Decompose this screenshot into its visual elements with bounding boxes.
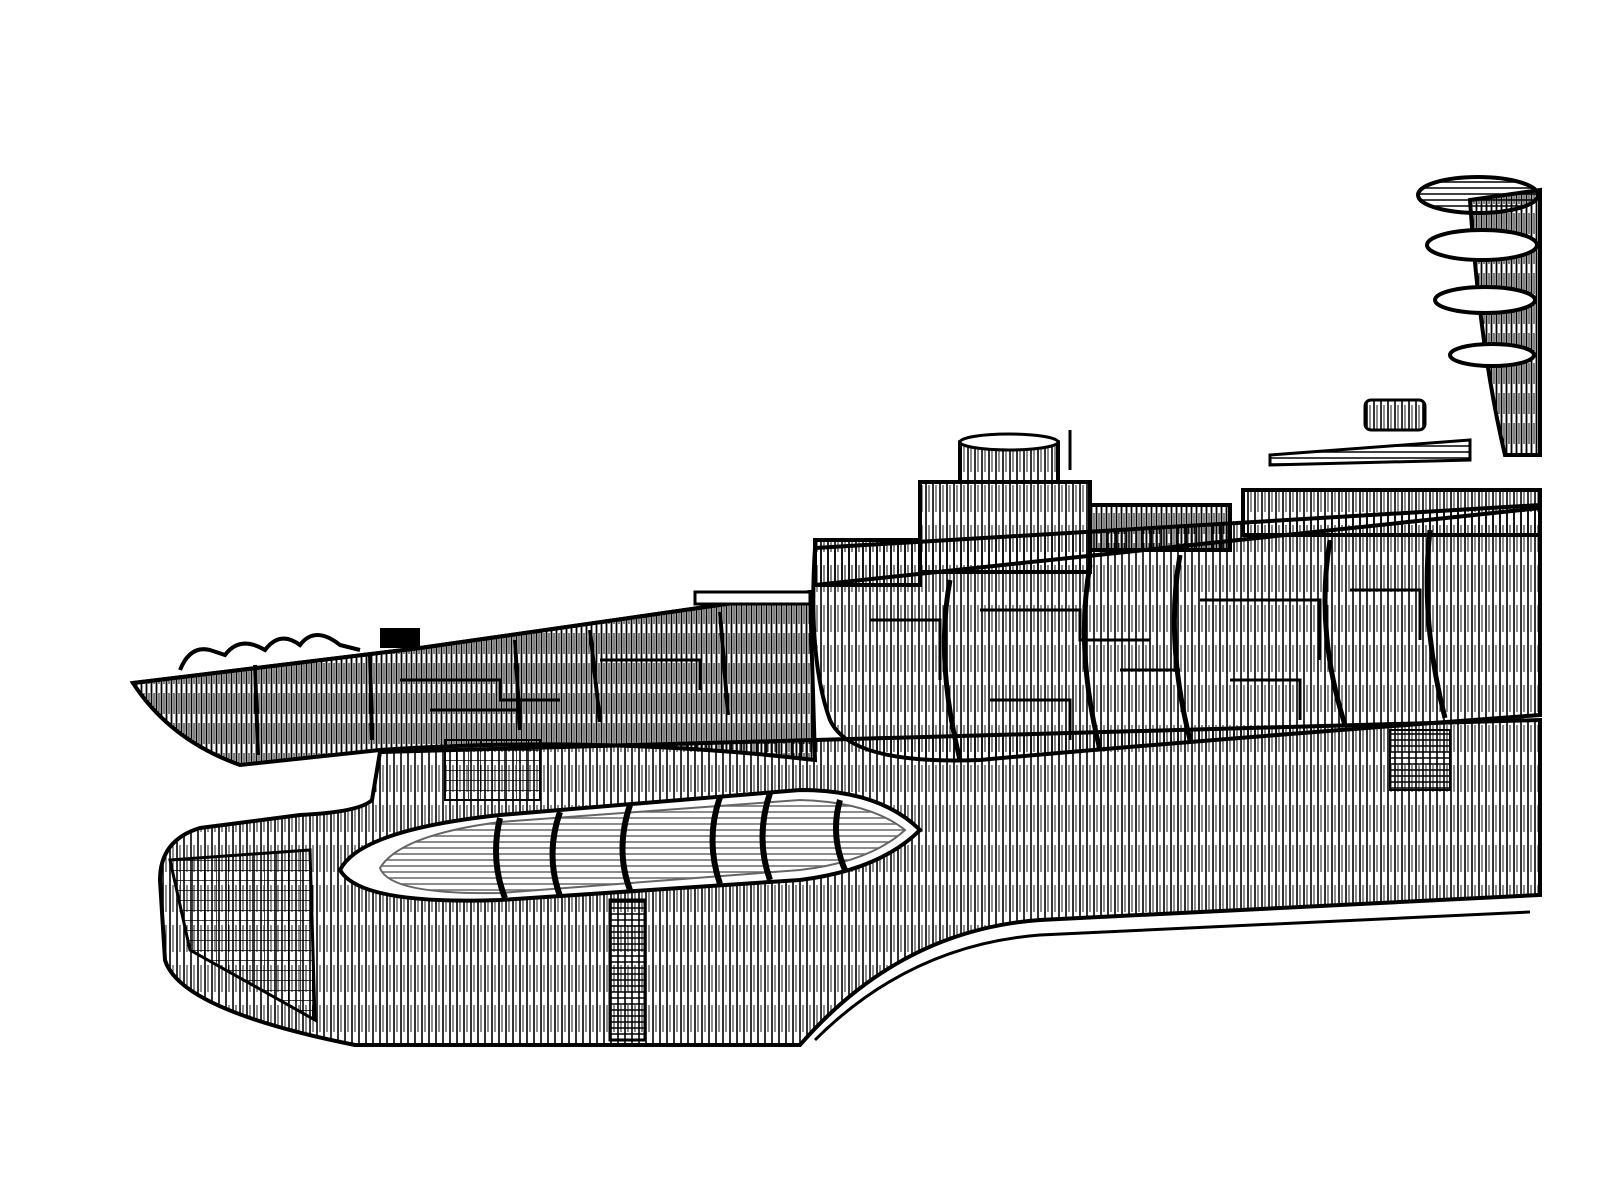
rear-superstructure <box>1241 398 1542 537</box>
torpedo-pod <box>337 787 923 903</box>
lower-hull <box>157 717 1542 1047</box>
tower <box>1416 175 1542 457</box>
forward-superstructure <box>813 430 1232 587</box>
page-margin-right <box>1542 0 1600 1188</box>
bow-hull <box>129 589 818 768</box>
